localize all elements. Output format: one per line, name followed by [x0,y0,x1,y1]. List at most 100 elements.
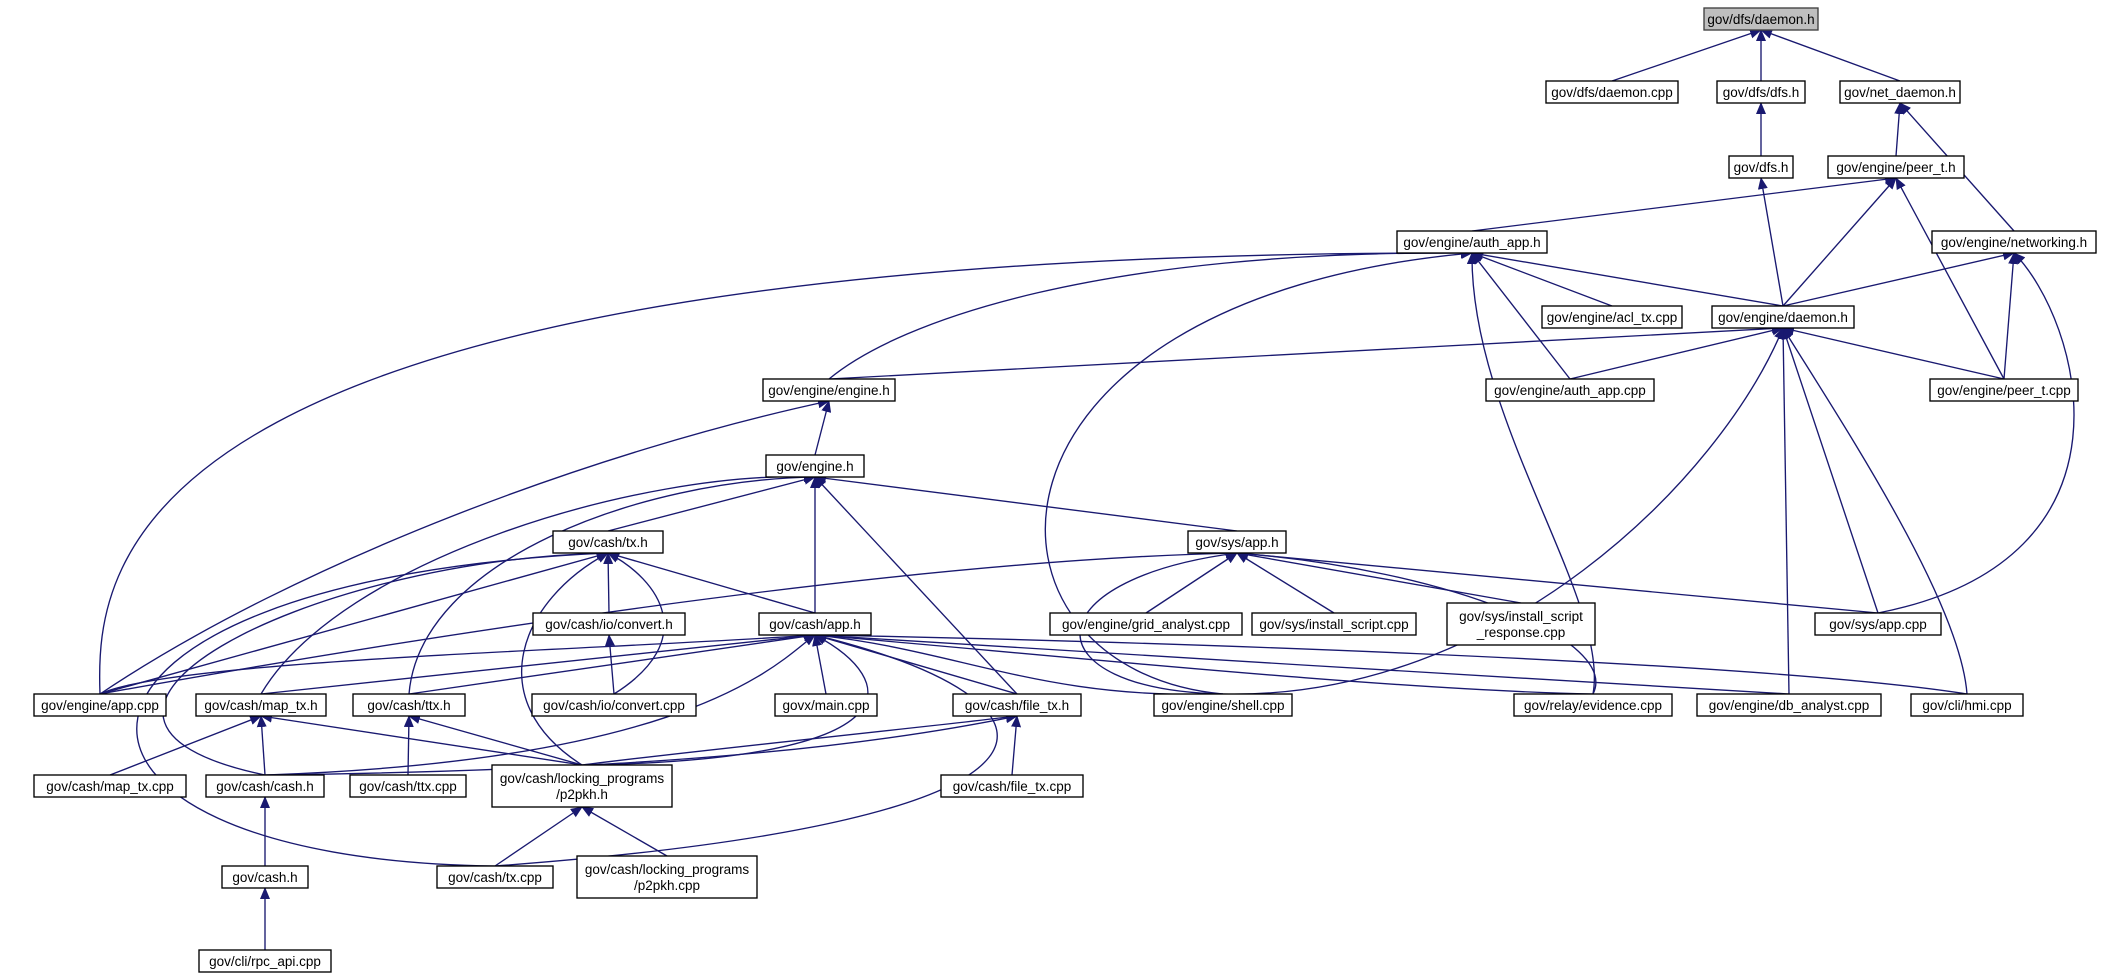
node-box[interactable] [765,454,865,478]
node-box[interactable] [349,774,467,798]
node-box[interactable] [1696,693,1882,717]
node-box[interactable] [762,378,896,402]
graph-node[interactable]: gov/engine/auth_app.h [1396,230,1548,254]
node-box[interactable] [1513,693,1673,717]
edge-n20-to-n15 [1236,549,1522,604]
node-box[interactable] [1485,378,1655,402]
node-label: gov/cash/locking_programs [585,862,750,877]
graph-node[interactable]: gov/cli/rpc_api.cpp [198,949,332,973]
node-box[interactable] [952,693,1082,717]
edge-n9-to-n4 [1757,177,1784,307]
edge-n38-to-n35 [494,806,583,867]
graph-node[interactable]: govx/main.cpp [774,693,878,717]
node-box[interactable] [576,855,758,899]
node-box[interactable] [1545,80,1679,104]
node-label: gov/engine/engine.h [768,383,890,398]
graph-node[interactable]: gov/engine/acl_tx.cpp [1541,305,1683,329]
graph-node[interactable]: gov/net_daemon.h [1839,80,1961,104]
graph-node[interactable]: gov/cash/io/convert.h [532,612,686,636]
node-box[interactable] [1446,602,1596,646]
node-label: gov/sys/install_script [1459,609,1583,624]
graph-node[interactable]: gov/cash/tx.h [552,530,664,554]
graph-node[interactable]: gov/cash.h [221,865,309,889]
graph-node[interactable]: gov/sys/install_script_response.cpp [1446,602,1596,646]
node-box[interactable] [1049,612,1243,636]
node-label: gov/cash/app.h [769,617,861,632]
node-box[interactable] [758,612,872,636]
node-box[interactable] [1711,305,1855,329]
node-box[interactable] [221,865,309,889]
node-box[interactable] [1187,530,1287,554]
graph-node[interactable]: gov/dfs.h [1728,155,1794,179]
edge-n35-to-n23 [260,712,583,766]
graph-node[interactable]: gov/cash/locking_programs/p2pkh.h [491,764,673,808]
graph-node[interactable]: gov/engine/peer_t.h [1827,155,1965,179]
graph-node[interactable]: gov/engine/grid_analyst.cpp [1049,612,1243,636]
graph-node[interactable]: gov/engine/auth_app.cpp [1485,378,1655,402]
graph-node[interactable]: gov/cash/locking_programs/p2pkh.cpp [576,855,758,899]
graph-node[interactable]: gov/relay/evidence.cpp [1513,693,1673,717]
node-layer: gov/dfs/daemon.h gov/dfs/daemon.cpp gov/df… [33,7,2097,973]
node-box[interactable] [195,693,327,717]
graph-node[interactable]: gov/engine/db_analyst.cpp [1696,693,1882,717]
node-box[interactable] [1251,612,1417,636]
node-box[interactable] [1814,612,1942,636]
node-box[interactable] [1931,230,2097,254]
edge-n30-to-n9 [1778,327,1790,695]
edge-n27-to-n17 [814,633,1018,695]
edge-n21-to-n7 [1877,252,2075,614]
graph-node[interactable]: gov/engine/peer_t.cpp [1929,378,2079,402]
graph-node[interactable]: gov/cli/hmi.cpp [1910,693,2024,717]
node-box[interactable] [1728,155,1794,179]
node-box[interactable] [1910,693,2024,717]
edge-n35-to-n14 [520,552,609,766]
graph-node[interactable]: gov/dfs/daemon.cpp [1545,80,1679,104]
node-box[interactable] [491,764,673,808]
graph-node[interactable]: gov/engine/networking.h [1931,230,2097,254]
node-box[interactable] [198,949,332,973]
node-box[interactable] [352,693,466,717]
graph-node[interactable]: gov/sys/install_script.cpp [1251,612,1417,636]
graph-node[interactable]: gov/cash/map_tx.cpp [33,774,187,798]
graph-node[interactable]: gov/cash/file_tx.h [952,693,1082,717]
node-box[interactable] [1929,378,2079,402]
graph-node[interactable]: gov/engine/shell.cpp [1153,693,1293,717]
node-box[interactable] [1153,693,1293,717]
node-box[interactable] [1541,305,1683,329]
node-box[interactable] [33,693,167,717]
graph-node[interactable]: gov/cash/app.h [758,612,872,636]
node-box[interactable] [436,865,554,889]
node-label: gov/sys/install_script.cpp [1259,617,1408,632]
node-box[interactable] [1716,80,1806,104]
graph-node[interactable]: gov/engine/daemon.h [1711,305,1855,329]
graph-node[interactable]: gov/sys/app.cpp [1814,612,1942,636]
node-box[interactable] [532,612,686,636]
node-box[interactable] [33,774,187,798]
graph-node[interactable]: gov/engine/app.cpp [33,693,167,717]
graph-node[interactable]: gov/cash/tx.cpp [436,865,554,889]
node-label: gov/cash/map_tx.h [204,698,317,713]
node-box[interactable] [940,774,1084,798]
node-box[interactable] [774,693,878,717]
graph-node[interactable]: gov/sys/app.h [1187,530,1287,554]
graph-node[interactable]: gov/dfs/dfs.h [1716,80,1806,104]
node-box[interactable] [552,530,664,554]
graph-node[interactable]: gov/cash/io/convert.cpp [531,693,697,717]
graph-node[interactable]: gov/cash/ttx.h [352,693,466,717]
graph-node[interactable]: gov/cash/ttx.cpp [349,774,467,798]
node-box[interactable] [1396,230,1548,254]
node-box[interactable] [1827,155,1965,179]
edge-n23-to-n13 [260,471,816,695]
graph-node[interactable]: gov/dfs/daemon.h [1703,7,1819,31]
graph-node[interactable]: gov/engine.h [765,454,865,478]
node-box[interactable] [1839,80,1961,104]
graph-node[interactable]: gov/engine/engine.h [762,378,896,402]
node-box[interactable] [205,774,325,798]
root-node-box[interactable] [1703,7,1819,31]
graph-node[interactable]: gov/cash/file_tx.cpp [940,774,1084,798]
graph-node[interactable]: gov/cash/cash.h [205,774,325,798]
edge-n32-to-n23 [109,715,262,776]
node-box[interactable] [531,693,697,717]
graph-node[interactable]: gov/cash/map_tx.h [195,693,327,717]
node-label: gov/dfs.h [1734,160,1789,175]
